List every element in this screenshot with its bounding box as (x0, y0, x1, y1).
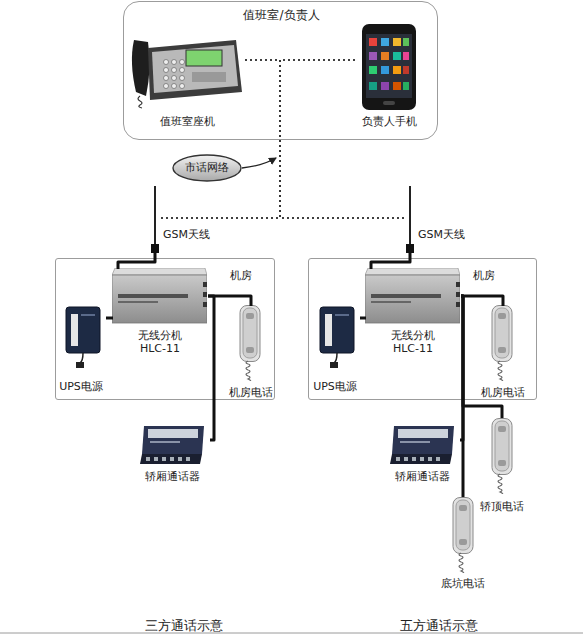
wall-phone-drawing (240, 306, 512, 575)
node-label: 轿厢通话器 (135, 470, 210, 483)
intercom-drawing (140, 426, 454, 464)
mobile-phone-drawing (362, 24, 416, 110)
signal-wire (371, 252, 410, 269)
wireless-unit-drawing (112, 268, 460, 323)
node-label: 市话网络 (172, 161, 242, 174)
node-label: 轿厢通话器 (385, 470, 460, 483)
ups-drawing (66, 307, 354, 368)
phone-network-line (161, 60, 280, 218)
node-label: 机房电话 (479, 386, 527, 399)
signal-wire (208, 296, 251, 306)
caption-label: 三方通话示意 (129, 618, 239, 633)
antenna-drawing (151, 186, 414, 253)
node-label: 机房 (226, 269, 256, 282)
node-label: 无线分机 HLC-11 (130, 329, 190, 355)
node-label: 机房电话 (227, 386, 275, 399)
caption-label: 五方通话示意 (384, 618, 494, 633)
node-label: 负责人手机 (355, 115, 423, 128)
node-label: GSM天线 (163, 228, 210, 241)
signal-wire (461, 296, 463, 497)
phone-network-line (245, 60, 404, 218)
signal-wire (460, 296, 463, 440)
desk-phone-drawing (132, 40, 242, 108)
signal-wire (106, 317, 113, 320)
node-label: 值班室座机 (129, 115, 245, 128)
node-label: 机房 (469, 269, 499, 282)
signal-wire (360, 317, 366, 320)
phone-network-line (161, 60, 355, 218)
node-label: 值班室/负责人 (124, 9, 439, 22)
signal-wire (461, 296, 502, 418)
signal-wire (208, 296, 214, 440)
signal-wire (461, 296, 503, 306)
node-label: GSM天线 (418, 228, 465, 241)
signal-wire (118, 252, 155, 269)
ellipse-shape (173, 155, 241, 181)
node-label: UPS电源 (56, 380, 106, 393)
node-label: 无线分机 HLC-11 (383, 329, 443, 355)
network-ellipse: 市话网络 (172, 154, 242, 182)
node-label: UPS电源 (310, 380, 360, 393)
phone-network-line (280, 60, 404, 218)
network-arrow (242, 158, 276, 168)
bottom-rule (0, 633, 583, 634)
node-label: 底坑电话 (439, 577, 487, 590)
node-label: 轿顶电话 (478, 500, 526, 513)
